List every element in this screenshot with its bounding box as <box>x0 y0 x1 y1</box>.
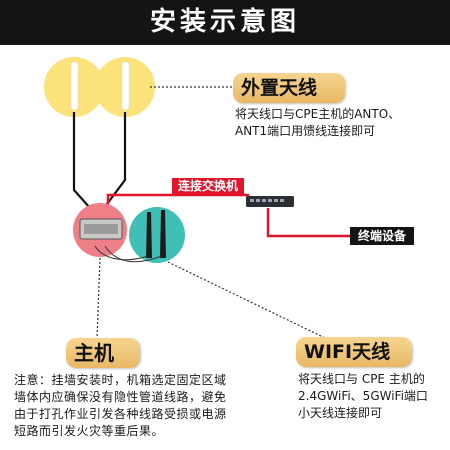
outer-antenna-label: 外置天线 <box>233 73 345 103</box>
host-label: 主机 <box>66 338 140 368</box>
switch-ports <box>250 199 284 202</box>
terminal-cable <box>266 208 350 238</box>
antenna-right-icon <box>121 61 130 111</box>
wifi-cable-1 <box>94 245 149 261</box>
host-device-panel <box>84 224 118 234</box>
title-bar <box>0 0 450 45</box>
host-leader <box>96 257 101 339</box>
terminal-label: 终端设备 <box>350 227 414 245</box>
wifi-antenna-left-icon <box>146 212 152 258</box>
wifi-cable-2 <box>104 245 163 263</box>
host-desc: 注意：挂墙安装时，机箱选定固定区域 墙体内应确保没有隐性管道线路，避免 由于打孔… <box>14 373 227 438</box>
switch-label: 连接交换机 <box>172 178 244 194</box>
wifi-antenna-desc: 将天线口与 CPE 主机的 2.4GWiFi、5GWiFi端口 小天线连接即可 <box>298 372 428 420</box>
wifi-antenna-right-icon <box>160 210 166 258</box>
page-title: 安装示意图 <box>149 7 300 37</box>
feeder-cable-left <box>72 112 91 209</box>
feeder-cable-right <box>103 112 127 209</box>
antenna-left-icon <box>70 61 79 111</box>
switch-cable <box>106 193 250 213</box>
outer-antenna-desc: 将天线口与CPE主机的ANTO、 ANT1端口用馈线连接即可 <box>235 107 401 138</box>
wifi-antenna-label: WIFI天线 <box>296 337 412 367</box>
wifi-leader <box>167 261 326 339</box>
wifi-antenna-circle <box>129 207 185 263</box>
